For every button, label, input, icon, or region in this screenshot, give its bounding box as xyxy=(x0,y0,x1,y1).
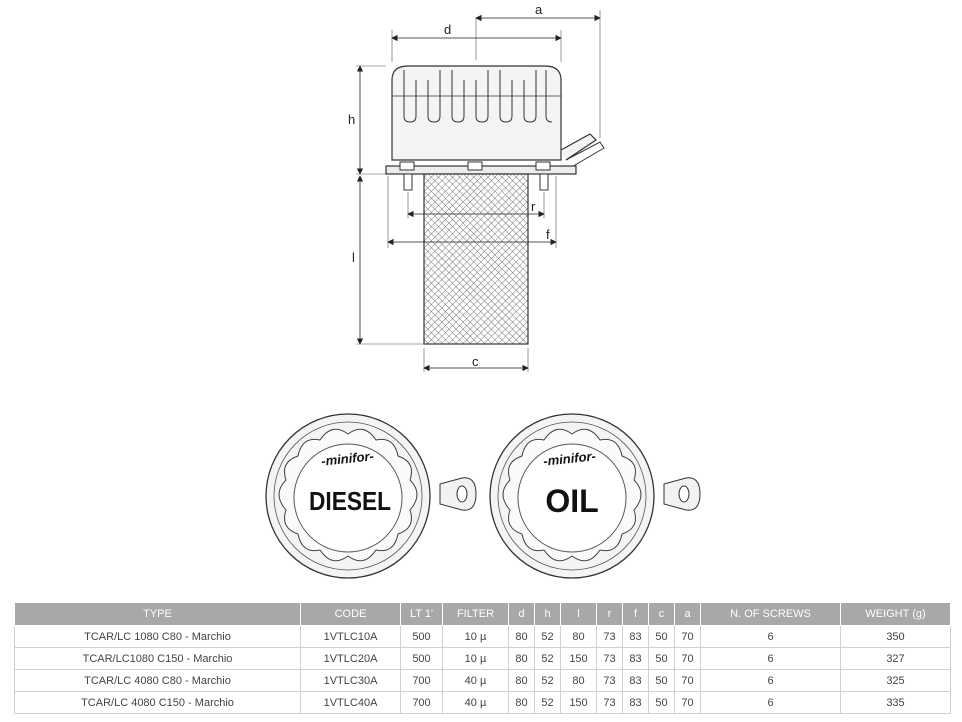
table-cell: 350 xyxy=(840,625,951,648)
cap-label-oil: OIL xyxy=(545,483,598,519)
table-cell: 52 xyxy=(534,647,561,670)
dim-label-c: c xyxy=(472,354,479,369)
table-cell: 50 xyxy=(648,625,675,648)
table-cell: 52 xyxy=(534,669,561,692)
table-cell: 73 xyxy=(596,625,623,648)
table-cell: 83 xyxy=(622,691,649,714)
cap-label-diesel: DIESEL xyxy=(309,486,391,516)
table-cell: 80 xyxy=(508,669,535,692)
table-cell: 83 xyxy=(622,669,649,692)
column-header: d xyxy=(508,602,535,626)
table-cell: 500 xyxy=(400,625,443,648)
table-cell: 700 xyxy=(400,691,443,714)
table-cell: TCAR/LC 4080 C150 - Marchio xyxy=(14,691,301,714)
table-cell: 150 xyxy=(560,691,597,714)
cap-ribs xyxy=(403,70,553,123)
table-cell: 6 xyxy=(700,625,841,648)
table-cell: 6 xyxy=(700,691,841,714)
table-cell: 335 xyxy=(840,691,951,714)
table-cell: 6 xyxy=(700,647,841,670)
cap-top-view-oil: -minifor- OIL xyxy=(489,413,701,579)
table-cell: TCAR/LC 4080 C80 - Marchio xyxy=(14,669,301,692)
cap-top-view-diesel: -minifor- DIESEL xyxy=(265,413,477,579)
table-cell: 50 xyxy=(648,669,675,692)
column-header: h xyxy=(534,602,561,626)
table-cell: 73 xyxy=(596,691,623,714)
column-header: c xyxy=(648,602,675,626)
table-cell: 1VTLC40A xyxy=(300,691,401,714)
dim-label-d: d xyxy=(444,22,451,37)
table-cell: 700 xyxy=(400,669,443,692)
column-header: CODE xyxy=(300,602,401,626)
table-cell: TCAR/LC1080 C150 - Marchio xyxy=(14,647,301,670)
column-header: WEIGHT (g) xyxy=(840,602,951,626)
dim-label-l: l xyxy=(352,250,355,265)
side-view xyxy=(356,10,605,372)
table-cell: 1VTLC20A xyxy=(300,647,401,670)
dim-label-a: a xyxy=(535,2,543,17)
table-cell: TCAR/LC 1080 C80 - Marchio xyxy=(14,625,301,648)
table-cell: 70 xyxy=(674,691,701,714)
table-cell: 80 xyxy=(560,625,597,648)
column-header: N. OF SCREWS xyxy=(700,602,841,626)
table-cell: 73 xyxy=(596,669,623,692)
table-cell: 80 xyxy=(508,625,535,648)
column-header: TYPE xyxy=(14,602,301,626)
table-cell: 1VTLC30A xyxy=(300,669,401,692)
table-cell: 70 xyxy=(674,647,701,670)
table-cell: 80 xyxy=(560,669,597,692)
table-cell: 70 xyxy=(674,669,701,692)
table-cell: 52 xyxy=(534,625,561,648)
hinge-tab xyxy=(560,133,597,161)
table-cell: 6 xyxy=(700,669,841,692)
table-cell: 325 xyxy=(840,669,951,692)
table-cell: 500 xyxy=(400,647,443,670)
column-header: r xyxy=(596,602,623,626)
table-cell: 327 xyxy=(840,647,951,670)
table-cell: 80 xyxy=(508,691,535,714)
table-cell: 83 xyxy=(622,625,649,648)
dim-label-h: h xyxy=(348,112,355,127)
cap-brand-oil: -minifor- xyxy=(543,448,597,468)
dim-label-r: r xyxy=(531,199,536,214)
table-cell: 70 xyxy=(674,625,701,648)
table-cell: 40 µ xyxy=(442,691,509,714)
column-header: a xyxy=(674,602,701,626)
table-cell: 83 xyxy=(622,647,649,670)
column-header: LT 1' xyxy=(400,602,443,626)
table-cell: 40 µ xyxy=(442,669,509,692)
table-cell: 73 xyxy=(596,647,623,670)
table-cell: 10 µ xyxy=(442,647,509,670)
table-cell: 52 xyxy=(534,691,561,714)
technical-drawing: a d h l r f c -minifor- DIESEL -minifor-… xyxy=(265,2,701,579)
dim-label-f: f xyxy=(546,227,550,242)
column-header: FILTER xyxy=(442,602,509,626)
table-cell: 1VTLC10A xyxy=(300,625,401,648)
column-header: f xyxy=(622,602,649,626)
cap-brand-diesel: -minifor- xyxy=(321,448,375,468)
table-cell: 50 xyxy=(648,647,675,670)
column-header: l xyxy=(560,602,597,626)
table-cell: 50 xyxy=(648,691,675,714)
table-cell: 80 xyxy=(508,647,535,670)
table-cell: 150 xyxy=(560,647,597,670)
table-cell: 10 µ xyxy=(442,625,509,648)
mesh-strainer xyxy=(423,173,529,345)
